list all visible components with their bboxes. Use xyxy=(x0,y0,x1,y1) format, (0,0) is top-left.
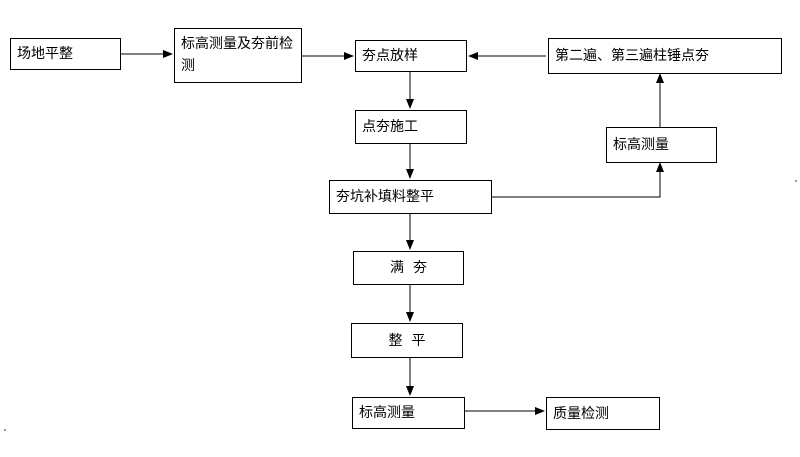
node-point-tamping-label: 点夯施工 xyxy=(362,119,418,135)
node-survey-mid-label: 标高测量 xyxy=(613,137,669,153)
node-leveling-label: 整 平 xyxy=(388,332,426,349)
node-tamp-layout-label: 夯点放样 xyxy=(362,48,418,64)
node-survey-mid: 标高测量 xyxy=(606,127,717,163)
node-site-leveling-label: 场地平整 xyxy=(17,46,73,62)
node-survey-final: 标高测量 xyxy=(352,397,465,429)
node-survey-before: 标高测量及夯前检测 xyxy=(174,28,302,83)
node-quality-check: 质量检测 xyxy=(546,397,660,430)
node-tamp-layout: 夯点放样 xyxy=(355,40,467,72)
node-pit-backfill-label: 夯坑补填料整平 xyxy=(336,189,434,205)
node-quality-check-label: 质量检测 xyxy=(553,405,609,422)
node-survey-final-label: 标高测量 xyxy=(359,405,415,421)
scan-speck-left xyxy=(4,429,6,431)
node-full-tamping-label: 满 夯 xyxy=(390,260,427,276)
node-pit-backfill: 夯坑补填料整平 xyxy=(329,180,492,214)
scan-speck-right xyxy=(795,180,797,182)
edge-pit-backfill-to-survey-mid xyxy=(492,162,664,198)
node-repeat-tamping: 第二遍、第三遍柱锤点夯 xyxy=(548,38,782,74)
node-full-tamping: 满 夯 xyxy=(353,251,464,285)
node-point-tamping: 点夯施工 xyxy=(355,110,467,144)
node-repeat-tamping-label: 第二遍、第三遍柱锤点夯 xyxy=(555,48,709,64)
node-leveling: 整 平 xyxy=(351,323,463,358)
node-site-leveling: 场地平整 xyxy=(10,38,121,70)
node-survey-before-label: 标高测量及夯前检测 xyxy=(181,36,293,74)
